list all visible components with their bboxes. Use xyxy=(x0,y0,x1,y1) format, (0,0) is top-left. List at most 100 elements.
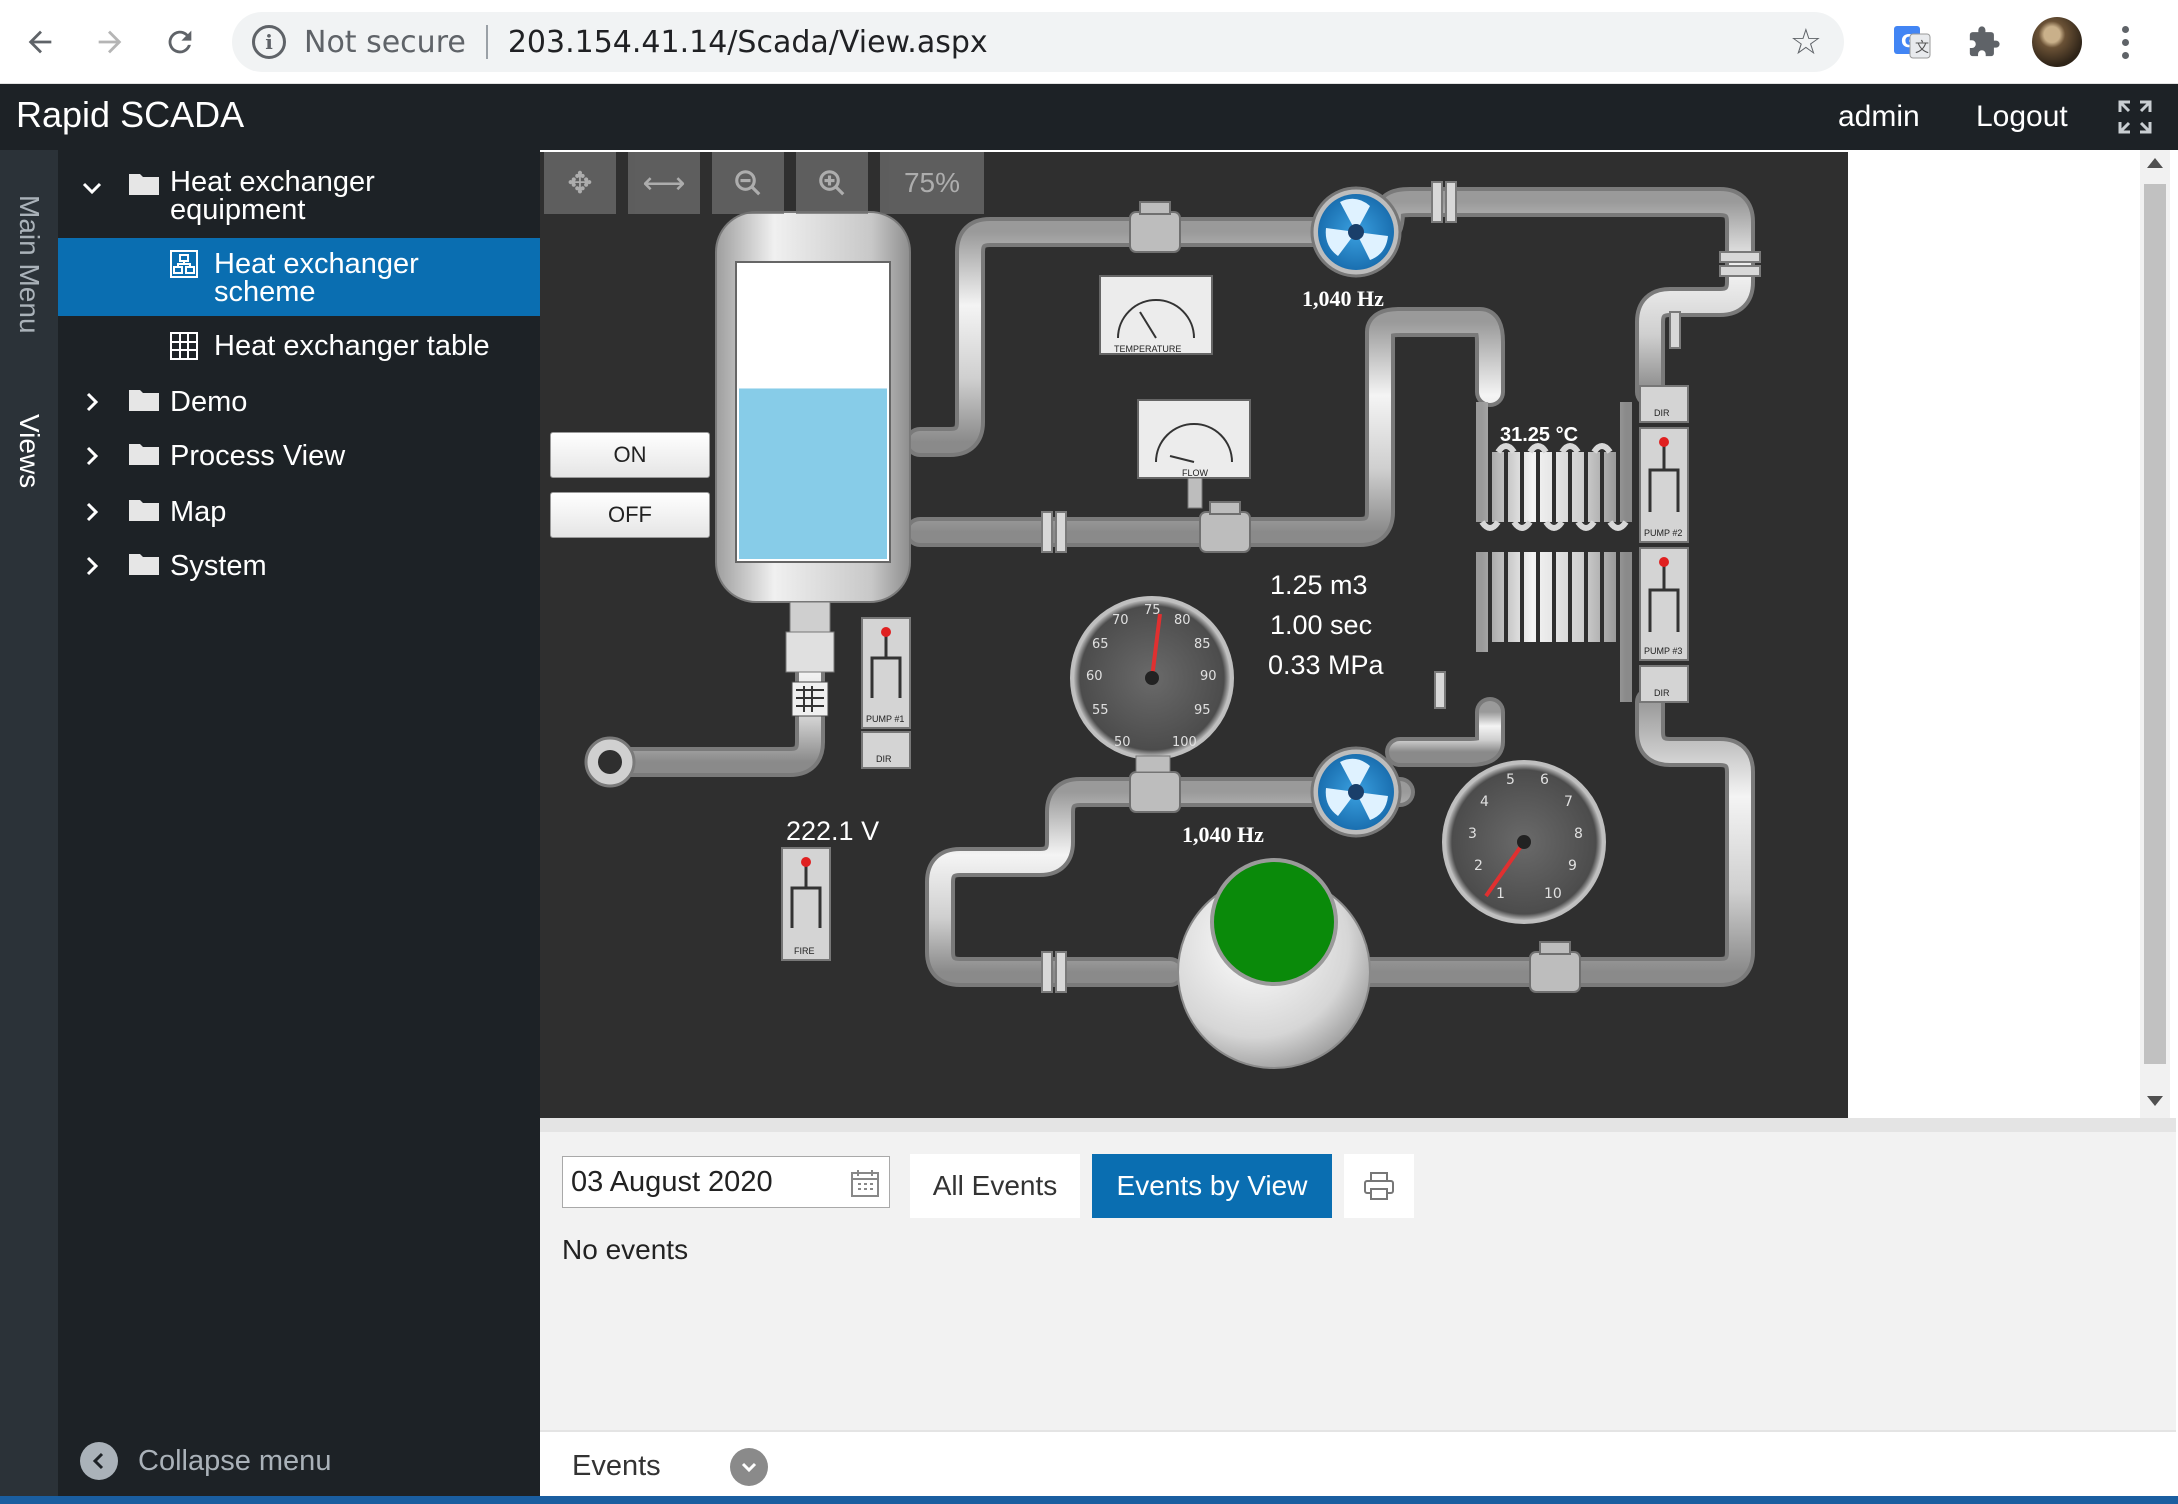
dir-label-top: DIR xyxy=(1654,408,1670,418)
tree-item-process-view[interactable]: Process View xyxy=(58,434,540,478)
security-label: Not secure xyxy=(304,24,466,60)
off-button[interactable]: OFF xyxy=(550,492,710,538)
app-header: Rapid SCADA admin Logout xyxy=(0,84,2178,150)
events-footer-bar: Events xyxy=(540,1430,2176,1500)
folder-icon xyxy=(129,390,159,411)
print-icon xyxy=(1364,1172,1394,1200)
svg-text:2: 2 xyxy=(1474,858,1483,874)
tree-item-heat-exchanger-table[interactable]: Heat exchanger table xyxy=(58,324,540,368)
tab-main-menu[interactable]: Main Menu xyxy=(14,194,45,334)
events-footer-label[interactable]: Events xyxy=(572,1450,661,1482)
scheme-toolbar: ✥ ⟷ 75% xyxy=(544,152,984,214)
svg-text:5: 5 xyxy=(1506,772,1515,788)
fan-bottom-frequency: 1,040 Hz xyxy=(1182,822,1264,847)
svg-text:55: 55 xyxy=(1092,703,1109,718)
calendar-icon[interactable] xyxy=(849,1167,881,1199)
svg-text:85: 85 xyxy=(1194,637,1211,652)
tree-label: Process View xyxy=(170,440,346,472)
events-by-view-button[interactable]: Events by View xyxy=(1092,1154,1332,1218)
chevron-right-icon[interactable] xyxy=(80,390,104,414)
svg-text:50: 50 xyxy=(1114,735,1131,750)
print-button[interactable] xyxy=(1344,1154,1414,1218)
fit-width-icon[interactable]: ⟷ xyxy=(628,152,700,214)
tab-views[interactable]: Views xyxy=(14,413,45,489)
side-tab-strip: Main Menu Views xyxy=(0,150,58,1500)
date-input[interactable]: 03 August 2020 xyxy=(562,1156,890,1208)
svg-text:8: 8 xyxy=(1574,826,1583,842)
svg-text:95: 95 xyxy=(1194,703,1211,718)
table-icon xyxy=(170,332,198,360)
scroll-down-icon[interactable] xyxy=(2147,1096,2163,1106)
all-events-button[interactable]: All Events xyxy=(910,1154,1080,1218)
fullscreen-icon[interactable] xyxy=(2118,100,2152,134)
svg-text:90: 90 xyxy=(1200,669,1217,684)
chevron-down-icon[interactable] xyxy=(730,1448,768,1486)
volume-readout: 1.25 m3 xyxy=(1270,570,1368,600)
back-arrow-icon[interactable] xyxy=(16,18,64,66)
reload-icon[interactable] xyxy=(156,18,204,66)
svg-text:100: 100 xyxy=(1172,735,1197,750)
tree-item-system[interactable]: System xyxy=(58,544,540,588)
user-name-link[interactable]: admin xyxy=(1838,100,1920,133)
extensions-puzzle-icon[interactable] xyxy=(1962,20,2006,64)
tree-label: Heat exchanger equipment xyxy=(170,166,375,226)
browser-menu-icon[interactable] xyxy=(2110,18,2140,66)
date-value: 03 August 2020 xyxy=(571,1165,773,1198)
svg-text:3: 3 xyxy=(1468,826,1477,842)
flow-gauge-label: FLOW xyxy=(1182,468,1208,478)
events-panel: 03 August 2020 All Events Events by View… xyxy=(540,1118,2176,1430)
tree-item-map[interactable]: Map xyxy=(58,490,540,534)
tree-item-heat-exchanger-equipment[interactable]: Heat exchanger equipment xyxy=(58,168,540,230)
svg-text:80: 80 xyxy=(1174,613,1191,628)
tree-label: Map xyxy=(170,496,227,528)
pressure-readout: 0.33 MPa xyxy=(1268,650,1384,680)
scroll-thumb[interactable] xyxy=(2144,184,2166,1064)
tree-item-demo[interactable]: Demo xyxy=(58,380,540,424)
on-button[interactable]: ON xyxy=(550,432,710,478)
view-scrollbar[interactable] xyxy=(2140,150,2170,1118)
temperature-readout: 31.25 °C xyxy=(1500,424,1579,446)
logout-link[interactable]: Logout xyxy=(1976,100,2068,133)
profile-avatar[interactable] xyxy=(2032,17,2082,67)
bookmark-star-icon[interactable]: ☆ xyxy=(1789,22,1822,63)
info-icon[interactable]: i xyxy=(252,25,286,59)
address-bar[interactable]: i Not secure 203.154.41.14/Scada/View.as… xyxy=(232,12,1844,72)
time-readout: 1.00 sec xyxy=(1270,610,1373,640)
scheme-icon xyxy=(170,250,198,278)
pan-icon[interactable]: ✥ xyxy=(544,152,616,214)
tree-item-heat-exchanger-scheme[interactable]: Heat exchanger scheme xyxy=(58,238,540,316)
chevron-right-icon[interactable] xyxy=(80,444,104,468)
svg-text:6: 6 xyxy=(1540,772,1549,788)
collapse-menu-button[interactable]: Collapse menu xyxy=(80,1442,331,1480)
svg-text:9: 9 xyxy=(1568,858,1577,874)
url-text[interactable]: 203.154.41.14/Scada/View.aspx xyxy=(507,24,988,60)
pump2-label: PUMP #2 xyxy=(1644,528,1683,538)
voltage-readout: 222.1 V xyxy=(786,816,880,846)
zoom-in-icon[interactable] xyxy=(796,152,868,214)
svg-text:文: 文 xyxy=(1915,40,1929,56)
forward-arrow-icon[interactable] xyxy=(86,18,134,66)
svg-text:70: 70 xyxy=(1112,613,1129,628)
fan-top-frequency: 1,040 Hz xyxy=(1302,286,1384,311)
tree-label: Heat exchanger scheme xyxy=(214,248,419,308)
svg-text:1: 1 xyxy=(1496,886,1505,902)
chevron-right-icon[interactable] xyxy=(80,500,104,524)
scroll-up-icon[interactable] xyxy=(2147,158,2163,168)
svg-text:75: 75 xyxy=(1144,603,1161,618)
chevron-left-icon xyxy=(80,1442,118,1480)
folder-icon xyxy=(129,174,159,195)
chevron-down-icon[interactable] xyxy=(80,176,104,200)
zoom-out-icon[interactable] xyxy=(712,152,784,214)
omnibox-separator xyxy=(485,25,488,59)
svg-text:10: 10 xyxy=(1544,886,1562,902)
no-events-message: No events xyxy=(562,1234,689,1265)
folder-icon xyxy=(129,554,159,575)
svg-text:65: 65 xyxy=(1092,637,1109,652)
folder-icon xyxy=(129,444,159,465)
chevron-right-icon[interactable] xyxy=(80,554,104,578)
dir-label-left: DIR xyxy=(876,754,892,764)
svg-text:7: 7 xyxy=(1564,794,1573,810)
